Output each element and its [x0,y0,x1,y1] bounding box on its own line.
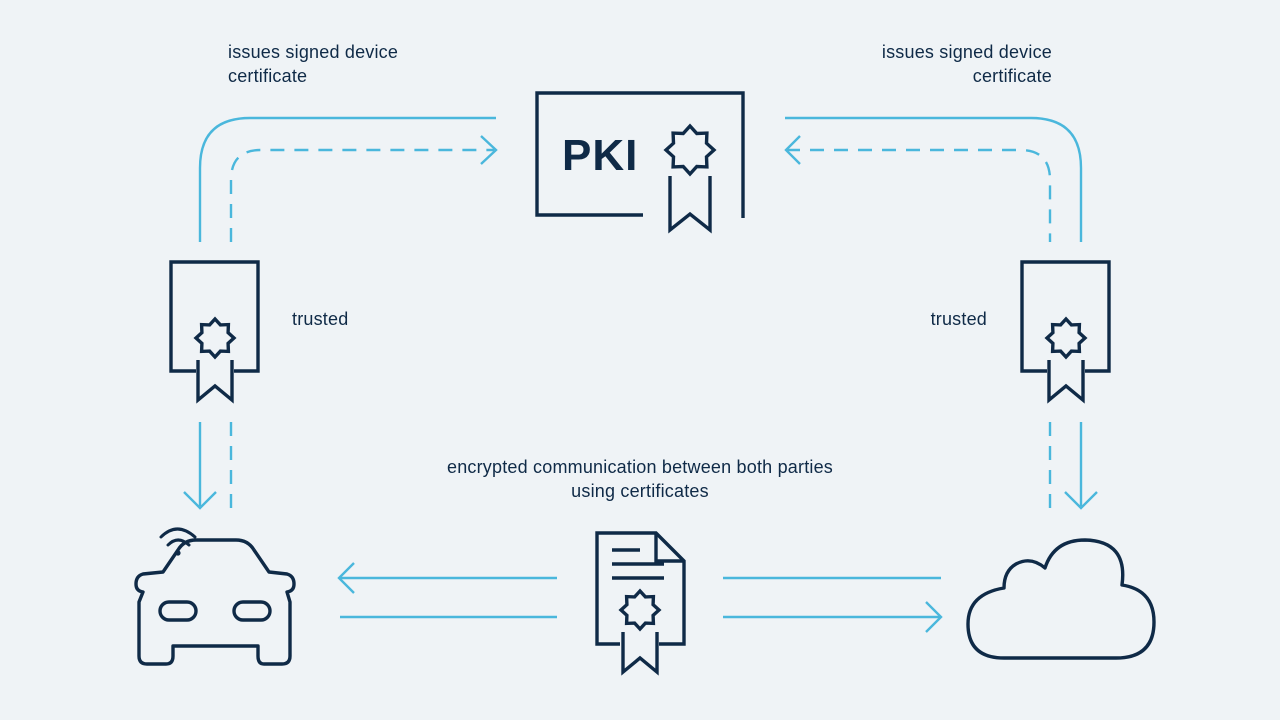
comm-arrow-to-cloud-head [925,601,943,633]
right-certificate-icon [1020,260,1111,404]
comm-arrow-to-car-head [337,562,355,594]
wifi-icon [159,527,197,539]
right-issue-path-dashed [786,148,1052,242]
left-issue-path-solid [198,116,496,242]
right-issue-label-line1: issues signed device [881,42,1052,62]
left-trust-arrowhead [183,491,217,510]
right-trusted-label: trusted [930,309,987,329]
left-issue-arrowhead [480,135,498,165]
signed-document-icon [595,531,686,676]
right-trust-arrowhead [1064,491,1098,510]
pki-title: PKI [562,131,638,180]
right-issue-arrowhead [784,135,801,165]
left-issue-label-line1: issues signed device [228,42,399,62]
cloud-icon [966,538,1156,660]
connected-car-icon [134,527,296,666]
left-issue-label-line2: certificate [228,66,308,86]
right-issue-label-line2: certificate [972,66,1052,86]
left-trusted-label: trusted [292,309,349,329]
pki-certificate-icon [535,91,745,234]
encrypted-label-line1: encrypted communication between both par… [446,457,834,477]
encrypted-label-line2: using certificates [571,481,709,501]
left-issue-path-dashed [229,148,494,242]
left-issue-label: issues signed device certificate [228,40,398,88]
left-certificate-icon [169,260,260,404]
right-issue-path-solid [785,116,1083,242]
right-issue-label: issues signed device certificate [820,40,1052,88]
flow-arrows [183,116,1098,633]
encrypted-communication-label: encrypted communication between both par… [380,455,900,503]
